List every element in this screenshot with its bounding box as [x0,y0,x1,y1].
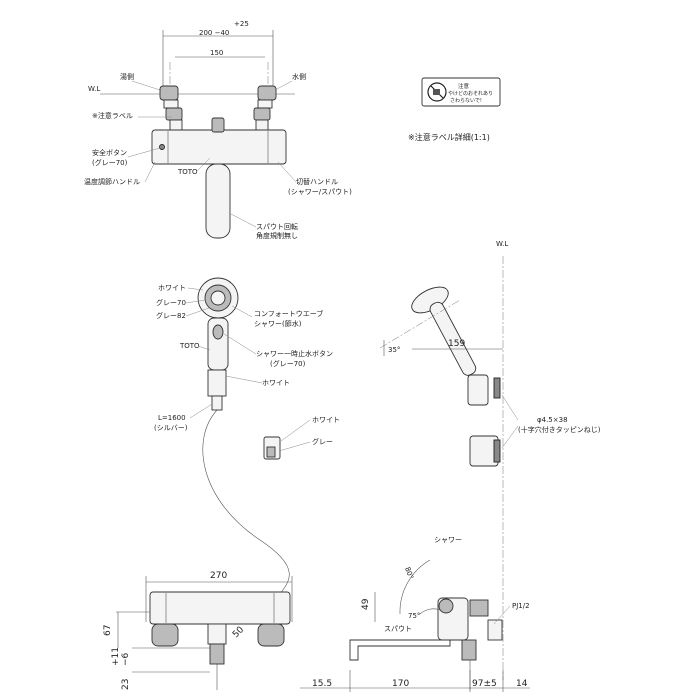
label-detail-line1: 注意 [458,82,470,90]
wl-label-top: W.L [88,85,100,93]
dim-97: 97±5 [472,679,497,689]
brand-shower: TOTO [179,342,200,350]
cold-side-label: 水側 [292,72,306,81]
dim-159: 159 [448,339,465,349]
label-gray82: グレー82 [156,311,186,320]
faucet-front-view: +25 200 −40 150 W.L 湯側 水側 ※注意ラベル [84,20,352,240]
temp-handle-label: 温度調節ハンドル [84,177,140,186]
label-spout-side: スパウト [384,625,412,633]
switch-handle-sub: (シャワー/スパウト) [288,188,352,196]
label-holder-gray: グレー [312,437,333,446]
angle-35: 35° [388,346,400,354]
label-white-2: ホワイト [262,379,290,387]
spout-note-1: スパウト回転 [256,223,298,231]
shower-head-view: ホワイト グレー70 グレー82 コンフォートウエーブ シャワー(節水) TOT… [154,277,340,621]
dim-15-5: 15.5 [312,679,332,689]
dim-range: 200 −40 [199,29,229,37]
dim-23: 23 [121,679,131,690]
dim-adjust: +25 [234,20,249,28]
label-pause-1: シャワー一時止水ボタン [256,349,333,358]
screw-spec-1: φ4.5×38 [537,416,568,424]
dim-tol: +11 [111,647,121,666]
dim-170: 170 [392,679,409,689]
screw-spec-2: (十字穴付きタッピンねじ) [518,425,601,434]
shower-side-view: W.L 35° 159 φ4.5×38 (十字穴付きタッピンねじ) [379,240,601,680]
spout-note-2: 角度規制無し [256,231,298,240]
dim-67: 67 [103,625,113,636]
label-detail-title: ※注意ラベル詳細(1:1) [408,132,490,142]
caution-label-detail: 注意 やけどのおそれあり さわらないで! ※注意ラベル詳細(1:1) [408,77,501,142]
dim-14: 14 [516,679,528,689]
faucet-bottom-front: 270 67 50 +11 −6 23 [103,571,293,690]
label-comfort-2: シャワー(節水) [254,319,302,328]
wl-label-side: W.L [496,240,508,248]
safety-button-color: (グレー70) [92,158,128,167]
label-shower-side: シャワー [434,536,462,544]
label-holder-white: ホワイト [312,416,340,424]
dim-49: 49 [361,598,371,610]
label-pause-2: (グレー70) [270,359,306,368]
caution-label-label: ※注意ラベル [92,111,133,120]
angle-80: 80° [403,566,415,580]
label-white-1: ホワイト [158,284,186,292]
label-gray70: グレー70 [156,298,186,307]
label-detail-line2: やけどのおそれあり [448,90,493,97]
hot-side-label: 湯側 [120,72,134,81]
dim-150: 150 [210,49,223,57]
brand-top: TOTO [177,168,198,176]
dim-270: 270 [210,571,227,581]
dim-50: 50 [231,625,246,640]
safety-button-label: 安全ボタン [92,148,127,157]
label-hose-1: L=1600 [158,414,186,422]
label-comfort-1: コンフォートウエーブ [254,309,323,318]
faucet-bottom-side: シャワー 80° 49 スパウト 75° PJ1/2 15.5 170 97±5… [300,536,530,692]
angle-75: 75° [408,612,420,620]
label-hose-2: (シルバー) [154,424,188,432]
switch-handle-label: 切替ハンドル [296,177,338,186]
dim-tol-2: −6 [121,652,131,666]
pj-spec: PJ1/2 [512,602,530,610]
label-detail-line3: さわらないで! [450,97,482,104]
